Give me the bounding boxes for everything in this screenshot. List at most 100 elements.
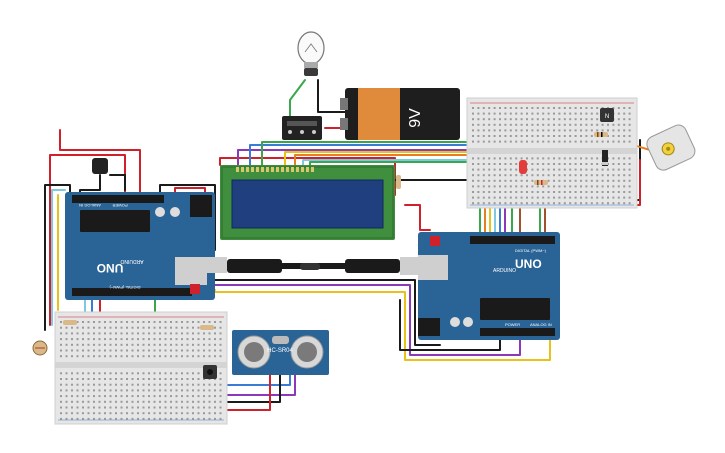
breadboard-hole bbox=[542, 112, 545, 115]
breadboard-hole bbox=[520, 185, 523, 188]
push-button[interactable] bbox=[203, 365, 217, 379]
breadboard-hole bbox=[553, 196, 555, 199]
breadboard-hole bbox=[472, 174, 474, 177]
temperature-sensor[interactable] bbox=[92, 158, 108, 174]
lcd-pin bbox=[276, 167, 279, 172]
breadboard-hole bbox=[71, 355, 73, 358]
breadboard-hole bbox=[71, 400, 73, 403]
breadboard-hole bbox=[563, 191, 566, 193]
ultrasonic-sensor[interactable]: HC-SR04 bbox=[232, 330, 329, 375]
relay[interactable] bbox=[282, 116, 322, 140]
breadboard-hole bbox=[93, 389, 95, 392]
breadboard-hole bbox=[126, 389, 128, 392]
breadboard-hole bbox=[531, 174, 534, 177]
breadboard-hole bbox=[120, 326, 123, 329]
breadboard-hole bbox=[612, 174, 615, 177]
breadboard-hole bbox=[148, 378, 150, 380]
breadboard-hole bbox=[504, 163, 507, 165]
photoresistor[interactable] bbox=[32, 340, 48, 356]
dc-motor[interactable] bbox=[644, 122, 697, 172]
breadboard-hole bbox=[504, 157, 507, 160]
breadboard-hole bbox=[515, 135, 518, 137]
breadboard-hole bbox=[547, 112, 550, 115]
lcd-display[interactable] bbox=[220, 165, 395, 240]
arduino-left[interactable]: UNO ARDUINO DIGITAL (PWM~) POWER ANALOG … bbox=[65, 192, 215, 300]
wire-purple-bottom bbox=[204, 284, 521, 356]
breadboard-hole bbox=[148, 383, 150, 386]
resistor-bottom-2[interactable] bbox=[200, 325, 214, 330]
breadboard-hole bbox=[590, 174, 593, 177]
breadboard-hole bbox=[542, 157, 545, 160]
breadboard-hole bbox=[148, 343, 150, 346]
breadboard-hole bbox=[515, 118, 518, 121]
breadboard-hole bbox=[590, 140, 593, 143]
breadboard-hole bbox=[563, 174, 566, 177]
breadboard-hole bbox=[186, 338, 189, 341]
breadboard-hole bbox=[531, 112, 534, 115]
breadboard-hole bbox=[531, 140, 534, 143]
breadboard-hole bbox=[109, 349, 112, 352]
breadboard-hole bbox=[164, 383, 167, 386]
breadboard-hole bbox=[164, 406, 167, 409]
breadboard-hole bbox=[547, 163, 550, 165]
breadboard-hole bbox=[192, 372, 194, 375]
breadboard-hole bbox=[493, 107, 496, 109]
breadboard-hole bbox=[203, 395, 205, 398]
breadboard-hole bbox=[515, 163, 518, 165]
breadboard-hole bbox=[585, 123, 588, 126]
breadboard-hole bbox=[142, 389, 145, 392]
diode-right[interactable] bbox=[602, 150, 608, 166]
breadboard-hole bbox=[159, 349, 161, 352]
breadboard-hole bbox=[488, 174, 491, 177]
arduino-right-sub: ARDUINO bbox=[493, 268, 516, 274]
transistor-right[interactable]: N bbox=[600, 108, 614, 122]
breadboard-hole bbox=[76, 378, 79, 380]
breadboard-hole bbox=[104, 400, 106, 403]
breadboard-hole bbox=[170, 383, 172, 386]
resistor-right-2[interactable] bbox=[534, 180, 548, 185]
arduino-right[interactable]: UNO ARDUINO DIGITAL (PWM~) POWER ANALOG … bbox=[418, 232, 560, 340]
light-bulb[interactable] bbox=[297, 31, 325, 76]
breadboard-hole bbox=[574, 140, 577, 143]
breadboard-hole bbox=[585, 168, 588, 171]
battery-9v[interactable]: 9V bbox=[340, 88, 460, 140]
breadboard-hole bbox=[159, 389, 161, 392]
breadboard-hole bbox=[628, 202, 631, 205]
breadboard-hole bbox=[219, 378, 222, 380]
breadboard-hole bbox=[504, 168, 507, 171]
breadboard-hole bbox=[553, 185, 555, 188]
breadboard-hole bbox=[186, 343, 189, 346]
breadboard-hole bbox=[142, 338, 145, 341]
breadboard-hole bbox=[170, 395, 172, 398]
breadboard-hole bbox=[120, 400, 123, 403]
breadboard-hole bbox=[531, 107, 534, 109]
breadboard-hole bbox=[515, 202, 518, 205]
breadboard-hole bbox=[580, 118, 582, 121]
breadboard-hole bbox=[612, 163, 615, 165]
breadboard-hole bbox=[219, 332, 222, 335]
breadboard-hole bbox=[87, 378, 90, 380]
breadboard-hole bbox=[558, 191, 561, 193]
breadboard-hole bbox=[493, 185, 496, 188]
breadboard-hole bbox=[148, 400, 150, 403]
breadboard-hole bbox=[142, 417, 145, 420]
breadboard-hole bbox=[115, 332, 117, 335]
breadboard-hole bbox=[159, 343, 161, 346]
breadboard-hole bbox=[574, 118, 577, 121]
breadboard-hole bbox=[477, 129, 480, 132]
breadboard-hole bbox=[65, 372, 68, 375]
breadboard-hole bbox=[115, 321, 117, 323]
breadboard-hole bbox=[148, 412, 150, 415]
resistor-bottom-1[interactable] bbox=[63, 320, 77, 325]
led-red[interactable] bbox=[519, 160, 527, 174]
breadboard-hole bbox=[93, 326, 95, 329]
breadboard-hole bbox=[580, 157, 582, 160]
usb-cable[interactable] bbox=[205, 257, 418, 275]
breadboard-hole bbox=[98, 389, 101, 392]
breadboard-hole bbox=[601, 123, 604, 126]
breadboard-hole bbox=[60, 326, 62, 329]
breadboard-hole bbox=[197, 355, 200, 358]
resistor-right-1[interactable] bbox=[594, 132, 608, 137]
breadboard-hole bbox=[131, 343, 134, 346]
resistor-lcd[interactable] bbox=[396, 175, 401, 189]
